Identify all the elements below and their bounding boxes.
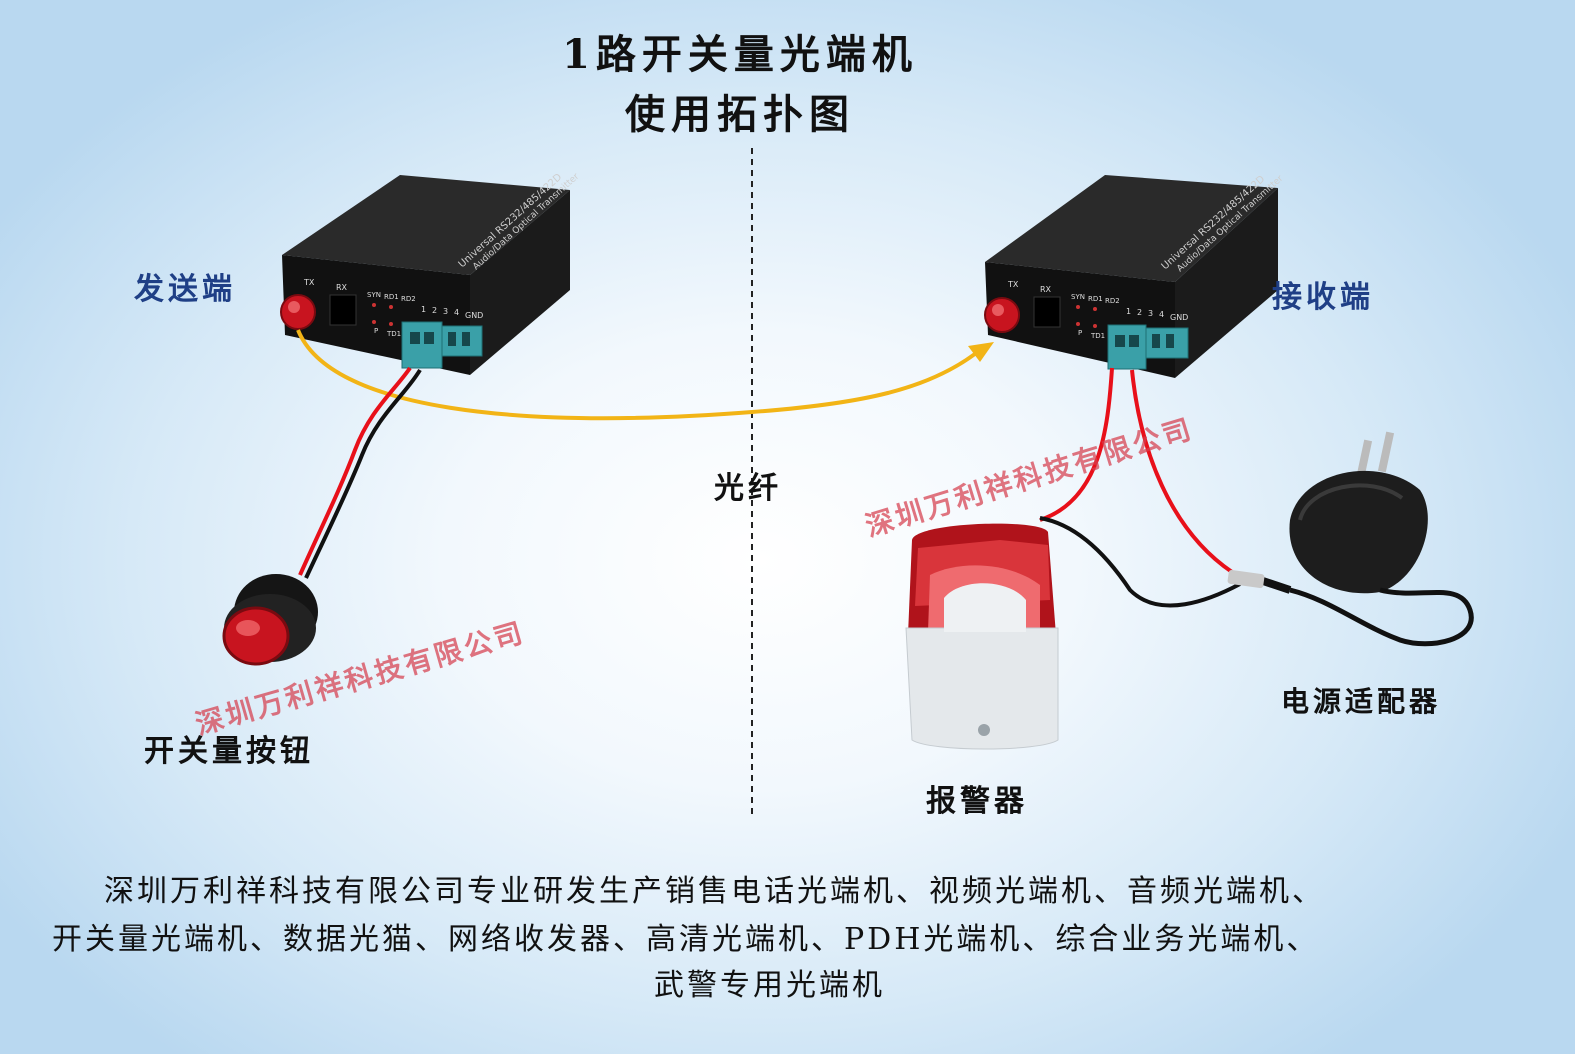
alarm-black-wire xyxy=(1040,518,1240,606)
receiver-pin4-label: 4 xyxy=(1159,310,1164,319)
receiver-syn-label: SYN xyxy=(1071,293,1085,301)
receiver-rx-label: RX xyxy=(1040,285,1052,294)
receiver-pin2-label: 2 xyxy=(1137,308,1142,317)
sender-syn-label: SYN xyxy=(367,291,381,299)
receiver-rd1-label: RD1 xyxy=(1088,295,1103,303)
sender-tx-port xyxy=(281,295,315,329)
receiver-tx-label: TX xyxy=(1007,280,1019,289)
sender-black-wire xyxy=(306,370,420,578)
fiber-label: 光纤 xyxy=(714,463,782,507)
sender-pin3-label: 3 xyxy=(443,307,448,316)
sender-label: 发送端 xyxy=(134,264,236,308)
sender-p-label: P xyxy=(374,327,378,335)
alarm-label: 报警器 xyxy=(926,776,1028,820)
sender-pin4-label: 4 xyxy=(454,308,459,317)
sender-rd1-label: RD1 xyxy=(384,293,399,301)
receiver-p-label: P xyxy=(1078,329,1082,337)
power-adapter xyxy=(1227,432,1471,644)
sender-gnd-label: GND xyxy=(465,311,483,320)
receiver-rd2-label: RD2 xyxy=(1105,297,1120,305)
sender-td1-label: TD1 xyxy=(386,330,401,338)
sender-rd2-label: RD2 xyxy=(401,295,416,303)
receiver-label: 接收端 xyxy=(1272,272,1374,316)
sender-pin1-label: 1 xyxy=(421,305,426,314)
sender-pin2-label: 2 xyxy=(432,306,437,315)
description-line3: 武警专用光端机 xyxy=(654,960,885,1004)
receiver-gnd-label: GND xyxy=(1170,313,1188,322)
description-line1: 深圳万利祥科技有限公司专业研发生产销售电话光端机、视频光端机、音频光端机、 xyxy=(104,866,1325,910)
receiver-pin3-label: 3 xyxy=(1148,309,1153,318)
description-line2: 开关量光端机、数据光猫、网络收发器、高清光端机、PDH光端机、综合业务光端机、 xyxy=(52,914,1319,958)
adapter-red-wire xyxy=(1132,370,1232,572)
switch-button xyxy=(224,574,318,664)
receiver-td1-label: TD1 xyxy=(1090,332,1105,340)
receiver-tx-port xyxy=(985,298,1019,332)
sender-rx-label: RX xyxy=(336,283,348,292)
receiver-device: Universal RS232/485/422D Audio/Data Opti… xyxy=(985,174,1285,378)
receiver-terminal-block xyxy=(1108,325,1146,369)
fiber-arrowhead xyxy=(968,342,994,362)
sender-tx-label: TX xyxy=(303,278,315,287)
receiver-pin1-label: 1 xyxy=(1126,307,1131,316)
sender-device: Universal RS232/485/422D Audio/Data Opti… xyxy=(281,172,581,375)
adapter-label: 电源适配器 xyxy=(1281,680,1441,720)
alarm-siren xyxy=(906,524,1058,749)
sender-terminal-block xyxy=(402,322,442,368)
